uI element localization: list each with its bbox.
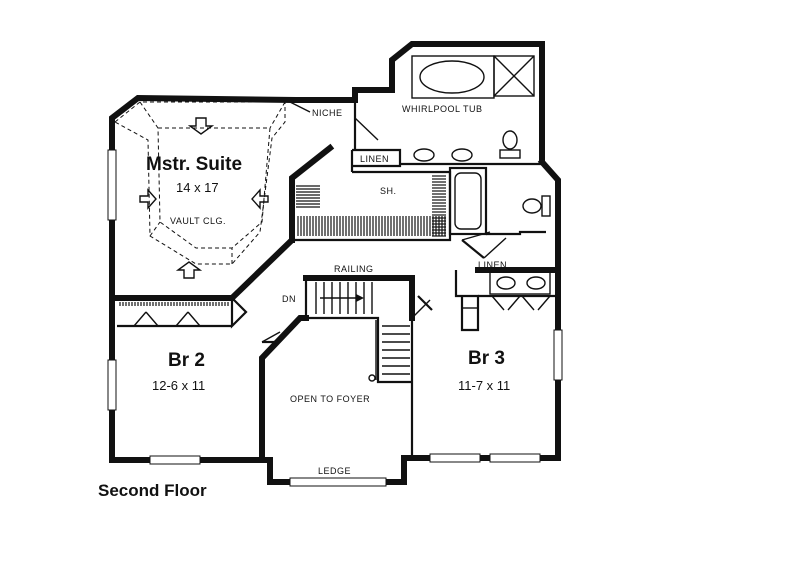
master-suite-size: 14 x 17: [176, 180, 219, 195]
windows: [107, 149, 563, 487]
newel-post: [368, 374, 376, 382]
br3-name: Br 3: [468, 348, 505, 369]
bath-linen-label: LINEN: [360, 154, 389, 164]
door-swings: [133, 117, 551, 343]
vault-arrows: [139, 117, 269, 279]
stair-down-label: DN: [282, 294, 296, 304]
br2-size: 12-6 x 11: [152, 378, 205, 393]
vault-ceiling-outline: [114, 101, 286, 265]
stairs: [315, 282, 410, 380]
railing-label: RAILING: [334, 264, 374, 274]
niche-leader: [289, 101, 311, 113]
niche-label: NICHE: [312, 108, 343, 118]
br3-size: 11-7 x 11: [458, 378, 510, 393]
open-to-foyer-label: OPEN TO FOYER: [290, 394, 370, 404]
whirlpool-tub-label: WHIRLPOOL TUB: [402, 104, 483, 114]
floor-title: Second Floor: [98, 481, 207, 500]
vault-ceiling-label: VAULT CLG.: [170, 216, 226, 226]
down-arrow-icon: [356, 294, 364, 302]
ledge-label: LEDGE: [318, 466, 351, 476]
br2-name: Br 2: [168, 350, 205, 371]
shower-label: SH.: [380, 186, 397, 196]
closet-hatching: [119, 175, 446, 306]
bath-fixtures: [411, 55, 551, 309]
master-suite-name: Mstr. Suite: [146, 154, 242, 175]
interior-walls: [109, 100, 561, 463]
hall-linen-label: LINEN: [478, 260, 507, 270]
